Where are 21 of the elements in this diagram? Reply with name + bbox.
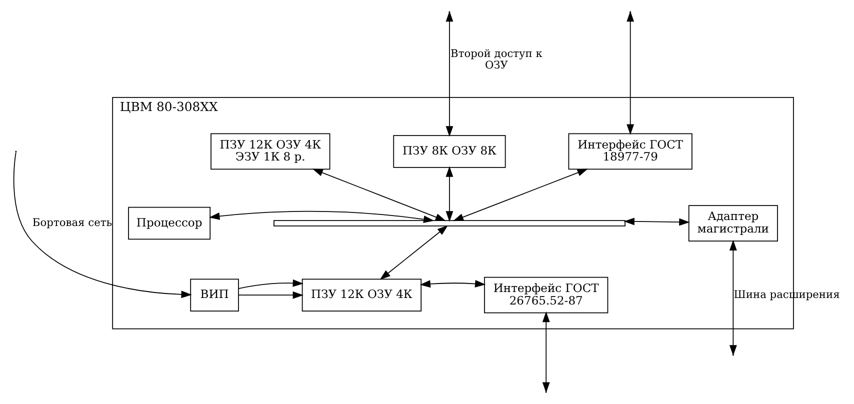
node-box: ПЗУ 12К ОЗУ 4К (302, 278, 422, 312)
node-box: ВИП (190, 278, 239, 312)
arrow (624, 218, 690, 226)
arrow (420, 280, 486, 288)
arrow (238, 279, 304, 289)
arrow (209, 210, 434, 223)
edge-label: Второй доступ к ОЗУ (450, 47, 542, 72)
node-box: ПЗУ 12К ОЗУ 4К ЭЗУ 1К 8 р. (210, 133, 330, 170)
node-box: Адаптер магистрали (688, 205, 778, 242)
node-box: ПЗУ 8К ОЗУ 8К (393, 135, 506, 168)
arrow (452, 168, 588, 222)
edge-label: Бортовая сеть (32, 216, 112, 230)
arrow (380, 225, 448, 280)
node-box: Процессор (128, 206, 211, 240)
arrow (446, 166, 454, 222)
node-box: Интерфейс ГОСТ 18977-79 (568, 133, 692, 170)
arrow (238, 291, 304, 299)
node-bar (274, 220, 626, 226)
arrow (13, 152, 192, 298)
node-box: Интерфейс ГОСТ 26765.52-87 (484, 276, 608, 314)
arrow (312, 168, 446, 222)
